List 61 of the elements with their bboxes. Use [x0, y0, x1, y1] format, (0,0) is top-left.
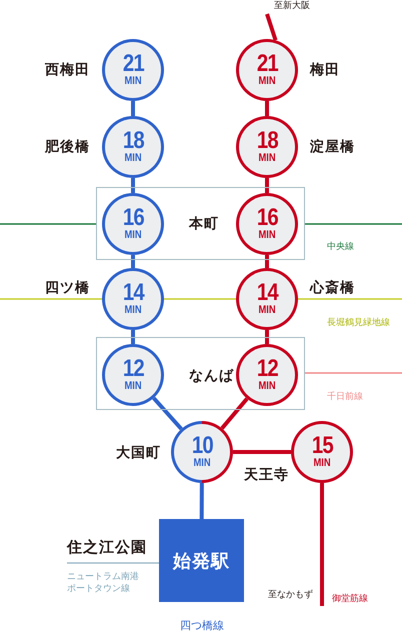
minutes-unit: MIN: [124, 152, 142, 164]
station-name: 始発駅: [173, 550, 230, 572]
station-name: 梅田: [310, 62, 340, 78]
minutes-unit: MIN: [193, 456, 211, 470]
line-name: 御堂筋線: [332, 594, 368, 605]
line-name: 四つ橋線: [180, 620, 224, 631]
station-name: 淀屋橋: [310, 139, 355, 155]
minutes-unit: MIN: [258, 152, 276, 164]
minutes-number: 12: [122, 358, 144, 380]
minutes-unit: MIN: [124, 304, 142, 316]
station-name: なんば: [189, 368, 234, 384]
minutes-number: 15: [312, 434, 332, 456]
station-name: 肥後橋: [45, 139, 90, 155]
rail-connector: [265, 101, 269, 116]
minutes-number: 16: [256, 206, 278, 228]
rail-connector: [220, 397, 249, 430]
minutes-unit: MIN: [124, 74, 142, 88]
station-name: 西梅田: [45, 62, 90, 78]
station-name: 四ツ橋: [45, 280, 90, 296]
rail-connector: [265, 255, 269, 268]
rail-connector: [152, 396, 183, 430]
rail-connector: [265, 330, 269, 344]
rail-connector: [200, 483, 204, 520]
minutes-number: 10: [192, 434, 212, 456]
minutes-unit: MIN: [258, 380, 276, 392]
rail-connector: [131, 330, 135, 344]
line-name: ニュートラム南港ポートタウン線: [67, 571, 140, 595]
direction-text: 至新大阪: [274, 1, 310, 12]
minutes-number: 14: [256, 282, 278, 304]
minutes-unit: MIN: [313, 456, 331, 470]
rail-connector: [265, 178, 269, 193]
minutes-number: 21: [122, 52, 144, 74]
minutes-number: 18: [122, 130, 144, 152]
rail-connector: [131, 178, 135, 193]
minutes-number: 14: [122, 282, 144, 304]
line-name: 中央線: [327, 242, 354, 253]
minutes-unit: MIN: [124, 228, 142, 242]
station-name: 心斎橋: [310, 280, 355, 296]
rail-connector: [131, 101, 135, 116]
minutes-number: 18: [256, 130, 278, 152]
line-name: 長堀鶴見緑地線: [327, 318, 390, 329]
minutes-unit: MIN: [124, 380, 142, 392]
station-name: 大国町: [116, 445, 161, 461]
rail-connector: [233, 450, 291, 454]
rail-connector: [265, 13, 278, 41]
minutes-unit: MIN: [258, 74, 276, 88]
minutes-number: 12: [256, 358, 278, 380]
minutes-number: 16: [122, 206, 144, 228]
station-name: 本町: [189, 216, 219, 232]
transfer-frame: [96, 337, 305, 410]
station-name: 天王寺: [244, 467, 289, 483]
rail-connector: [131, 255, 135, 268]
origin-station-box: [159, 519, 244, 602]
minutes-number: 21: [256, 52, 278, 74]
transfer-frame: [96, 187, 305, 260]
line-name: 千日前線: [327, 392, 363, 403]
rail-connector: [320, 483, 324, 606]
minutes-unit: MIN: [258, 228, 276, 242]
line-name: 至なかもず: [268, 590, 313, 601]
station-name: 住之江公園: [67, 539, 147, 555]
minutes-unit: MIN: [258, 304, 276, 316]
